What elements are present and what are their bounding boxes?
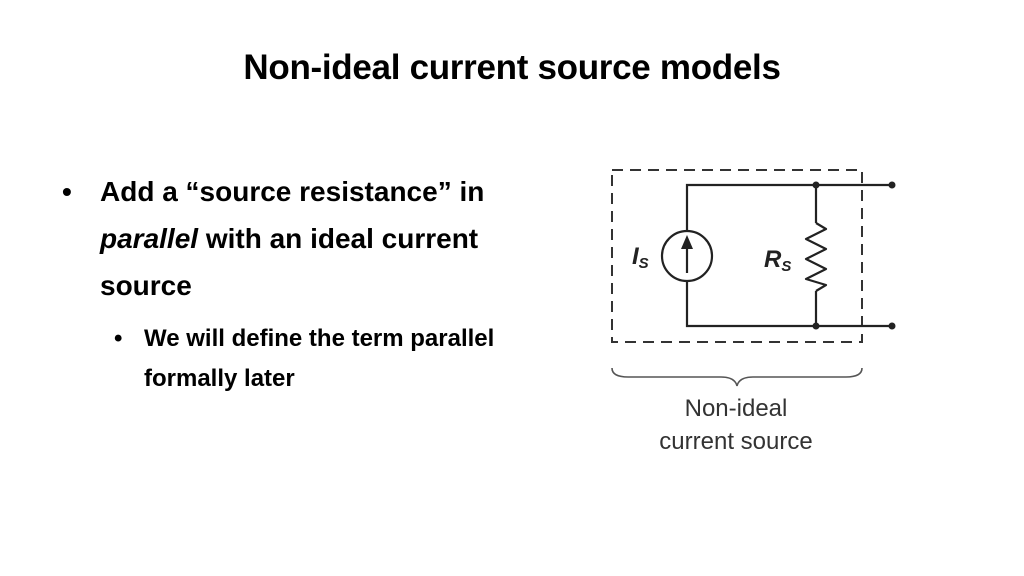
arrow-icon [681, 235, 693, 249]
bullet-main-text: Add a “source resistance” in [100, 176, 485, 207]
bullet-main: • Add a “source resistance” in parallel … [62, 168, 502, 309]
junction-dots [812, 181, 896, 330]
circuit-wires [685, 183, 892, 328]
bullet-dot: • [62, 176, 72, 207]
bullet-main-text-end: with an ideal current source [100, 223, 479, 301]
circuit-diagram: IS RS [611, 169, 896, 387]
curly-brace [611, 367, 863, 387]
bullet-sub: • We will define the term parallel forma… [114, 319, 502, 399]
resistor-label: RS [764, 246, 791, 275]
bullet-list: • Add a “source resistance” in parallel … [62, 168, 502, 399]
dashed-boundary [611, 169, 863, 343]
caption-line-1: Non-ideal [684, 395, 788, 422]
resistor [804, 222, 828, 292]
bullet-sub-text: We will define the term parallel formall… [144, 325, 495, 392]
sub-bullet-dot: • [114, 325, 123, 352]
source-label: IS [632, 243, 649, 272]
diagram-caption: Non-ideal current source [600, 392, 872, 458]
slide-title: Non-ideal current source models [243, 48, 781, 87]
caption-line-2: current source [659, 428, 813, 455]
bullet-main-emphasis: parallel [100, 223, 199, 254]
